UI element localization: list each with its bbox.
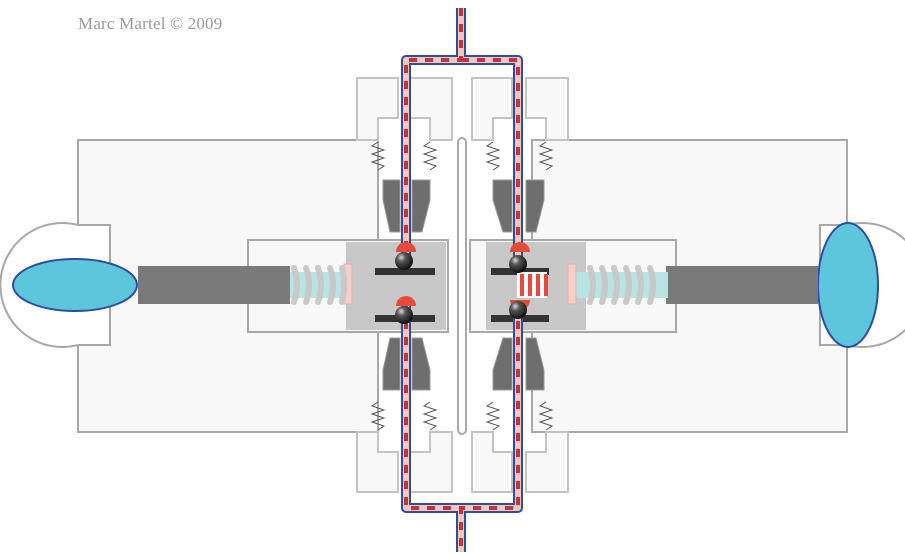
center-divider [457, 137, 467, 435]
check-ball-icon [395, 242, 416, 270]
right-spring-icon [587, 265, 656, 305]
right-rod [666, 266, 818, 304]
right-knob-icon [817, 222, 879, 348]
check-balls [395, 242, 530, 324]
check-ball-icon [509, 300, 530, 319]
right-actuator [567, 222, 905, 348]
check-ball-icon [509, 242, 530, 273]
top-fittings [356, 77, 569, 141]
left-knob-icon [12, 258, 138, 312]
credit-text: Marc Martel © 2009 [78, 14, 223, 33]
left-rod [138, 266, 290, 304]
pipe-icon [401, 8, 523, 552]
spring-icon [291, 265, 347, 305]
valve-seats [382, 179, 545, 391]
threads [370, 141, 554, 431]
check-ball-icon [395, 296, 416, 324]
pusher [517, 272, 548, 298]
bottom-fittings [356, 431, 569, 493]
